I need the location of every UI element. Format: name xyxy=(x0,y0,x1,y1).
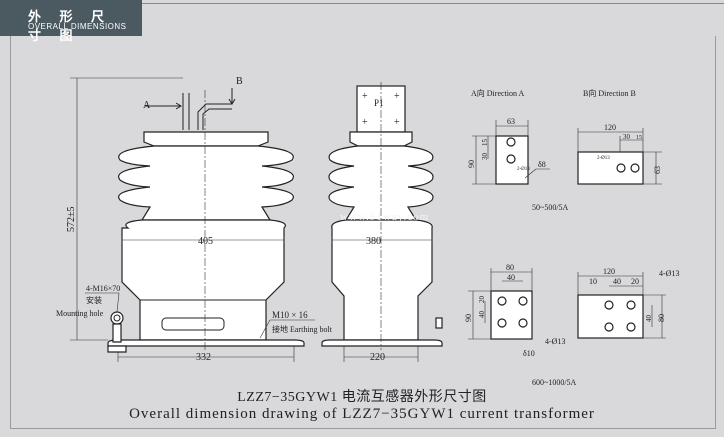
arrow-a-label: A xyxy=(143,100,151,111)
side-body xyxy=(331,219,433,341)
header-rule xyxy=(142,3,724,4)
dim-380 xyxy=(331,236,433,244)
plus-mark: + xyxy=(394,117,400,128)
mount-en: Mounting hole xyxy=(56,309,104,318)
dim-220-label: 220 xyxy=(370,352,385,363)
mounting-hole-inner xyxy=(113,314,121,322)
dim-al-w: 80 xyxy=(506,263,514,272)
dim-b-h: 63 xyxy=(653,166,662,174)
header-title-en: OVERALL DIMENSIONS xyxy=(28,22,127,31)
hole-b: 2-Ø13 xyxy=(597,156,610,161)
range-label-large: 600~1000/5A xyxy=(532,378,577,387)
dim-bl-d1: 10 xyxy=(589,277,597,286)
insulator-sheds xyxy=(118,145,294,221)
base-plate xyxy=(107,339,305,347)
hole-bl: 4-Ø13 xyxy=(659,269,679,278)
dims-b-large xyxy=(577,272,666,339)
caption-cn: LZZ7−35GYW1 电流互感器外形尺寸图 xyxy=(237,390,487,405)
plus-mark: + xyxy=(394,91,400,102)
mounting-bolt xyxy=(107,323,127,353)
dim-b-w: 120 xyxy=(604,123,616,132)
hole xyxy=(616,163,626,173)
mounting-hole xyxy=(110,311,124,325)
watermark: www.91way.com xyxy=(340,211,429,223)
arrow-a xyxy=(145,102,182,110)
hole xyxy=(518,318,528,328)
direction-b-label: B向 Direction B xyxy=(583,88,636,98)
hole xyxy=(604,300,614,310)
nameplate-slot xyxy=(161,317,225,331)
dim-bl-d4: 40 xyxy=(645,315,653,323)
side-view: P1 + + + + 380 220 xyxy=(321,82,443,363)
terminal-bar xyxy=(197,103,232,130)
hole-al: 4-Ø13 xyxy=(545,337,565,346)
dim-a-d1: 15 xyxy=(481,139,489,147)
hole xyxy=(626,322,636,332)
dim-bl-d2: 40 xyxy=(613,277,621,286)
dim-572 xyxy=(70,77,183,341)
dim-a-h: 90 xyxy=(467,160,476,168)
dim-al-d2: 20 xyxy=(478,296,486,304)
thick-al: δ10 xyxy=(523,349,535,358)
hole xyxy=(506,154,516,164)
header-title-cn: 外 形 尺 寸 图 xyxy=(28,10,112,44)
dim-405-label: 405 xyxy=(198,236,213,247)
terminal-label: P1 xyxy=(374,98,384,108)
earth-label: 接地 Earthing bolt xyxy=(272,324,333,334)
dim-572-label: 572±5 xyxy=(66,207,77,233)
terminal-detail-50-500: A向 Direction A B向 Direction B 63 90 15 3… xyxy=(467,88,662,212)
drawing-frame xyxy=(10,36,716,429)
range-label-small: 50~500/5A xyxy=(532,203,569,212)
caption-en: Overall dimension drawing of LZZ7−35GYW1… xyxy=(129,406,595,422)
hole xyxy=(497,296,507,306)
dim-380-label: 380 xyxy=(366,236,381,247)
earth-spec: M10 × 16 xyxy=(272,310,308,320)
side-base xyxy=(321,339,443,347)
front-view: A B 405 332 572±5 4-M16×70 安装 Mounting h… xyxy=(56,76,333,363)
dims-a xyxy=(472,120,529,185)
dim-bl-d3: 20 xyxy=(631,277,639,286)
mount-spec: 4-M16×70 xyxy=(86,284,120,293)
hole xyxy=(518,296,528,306)
mount-cn: 安装 xyxy=(86,295,102,305)
section-header: 外 形 尺 寸 图 OVERALL DIMENSIONS xyxy=(0,0,142,44)
arrow-b-label: B xyxy=(236,76,243,87)
dim-332-label: 332 xyxy=(196,352,211,363)
hole xyxy=(506,137,516,147)
plus-mark: + xyxy=(362,91,368,102)
earthing-bolt xyxy=(435,317,443,329)
insulator-cap xyxy=(143,131,269,147)
hole-a: 2-Ø13 xyxy=(517,167,530,172)
leader xyxy=(524,168,550,179)
terminal-detail-600-1000: 80 40 20 40 90 4-Ø13 δ10 120 10 40 20 4-… xyxy=(464,263,679,387)
primary-terminal xyxy=(182,93,190,130)
earth-leader xyxy=(259,319,315,339)
dim-al-d3: 40 xyxy=(478,311,486,319)
dim-b-d2: 15 xyxy=(636,135,642,141)
hole xyxy=(604,322,614,332)
dim-bl-h: 80 xyxy=(657,314,666,322)
dims-a-large xyxy=(468,268,533,340)
hole xyxy=(497,318,507,328)
dim-220 xyxy=(343,346,419,362)
dim-b-d1: 30 xyxy=(623,133,631,141)
hole xyxy=(630,163,640,173)
arrow-b xyxy=(228,88,236,105)
direction-a-label: A向 Direction A xyxy=(471,88,525,98)
thick-a: δ8 xyxy=(538,160,546,169)
hole xyxy=(626,300,636,310)
dim-a-d2: 30 xyxy=(481,153,489,161)
dim-405 xyxy=(121,236,285,244)
plus-mark: + xyxy=(362,117,368,128)
dim-al-h: 90 xyxy=(464,314,473,322)
dims-b xyxy=(577,128,662,185)
dim-al-d1: 40 xyxy=(507,273,515,282)
mount-leader xyxy=(85,292,120,313)
dim-a-w: 63 xyxy=(507,117,515,126)
dim-bl-w: 120 xyxy=(603,267,615,276)
